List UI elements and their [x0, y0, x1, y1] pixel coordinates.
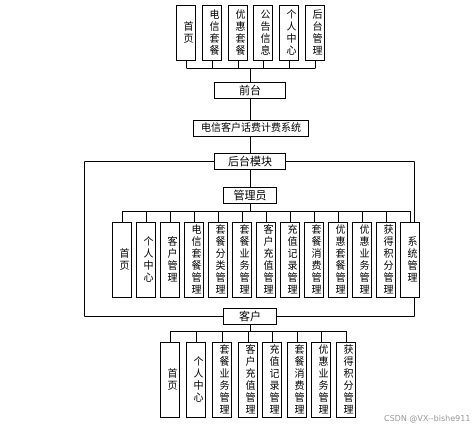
top-module-label: 优惠套餐	[233, 9, 244, 57]
admin-module-3: 电信套餐管理	[184, 222, 204, 298]
admin-module-10: 优惠业务管理	[352, 222, 372, 298]
admin-module-label: 系统管理	[405, 236, 416, 284]
admin-module-2: 客户管理	[160, 222, 180, 298]
customer-module-label: 套餐业务管理	[217, 344, 228, 416]
customer-module-7: 获得积分管理	[336, 342, 356, 418]
top-module-label: 电信套餐	[207, 9, 218, 57]
admin-module-11: 获得积分管理	[376, 222, 396, 298]
admin-module-6: 客户充值管理	[256, 222, 276, 298]
customer-module-6: 优惠业务管理	[311, 342, 331, 418]
customer-module-3: 客户充值管理	[238, 342, 258, 418]
admin-module-label: 套餐消费管理	[309, 224, 320, 296]
customer-module-label: 个人中心	[191, 356, 202, 404]
system-box: 电信客户话费计费系统	[193, 120, 309, 137]
admin-module-label: 优惠套餐管理	[333, 224, 344, 296]
admin-module-label: 优惠业务管理	[357, 224, 368, 296]
top-module-label: 个人中心	[284, 9, 295, 57]
admin-module-0: 首页	[112, 222, 132, 298]
top-module-label: 后台管理	[310, 9, 321, 57]
backend-box: 后台模块	[214, 153, 286, 170]
top-module-label: 公告信息	[258, 9, 269, 57]
admin-module-label: 套餐业务管理	[237, 224, 248, 296]
frontend-box: 前台	[214, 82, 286, 99]
top-module-3: 公告信息	[253, 5, 273, 61]
admin-module-label: 客户管理	[165, 236, 176, 284]
watermark: CSDN @VX--bishe911	[384, 414, 471, 423]
customer-module-label: 优惠业务管理	[316, 344, 327, 416]
admin-module-9: 优惠套餐管理	[328, 222, 348, 298]
admin-module-label: 获得积分管理	[381, 224, 392, 296]
customer-module-4: 充值记录管理	[262, 342, 282, 418]
customer-module-label: 充值记录管理	[267, 344, 278, 416]
top-module-label: 首页	[181, 21, 192, 45]
customer-module-label: 首页	[165, 368, 176, 392]
admin-module-label: 充值记录管理	[285, 224, 296, 296]
admin-module-label: 套餐分类管理	[213, 224, 224, 296]
customer-module-1: 个人中心	[186, 342, 206, 418]
admin-module-8: 套餐消费管理	[304, 222, 324, 298]
customer-box: 客户	[223, 308, 277, 325]
top-module-4: 个人中心	[279, 5, 299, 61]
top-module-1: 电信套餐	[202, 5, 222, 61]
admin-module-12: 系统管理	[400, 222, 420, 298]
admin-box: 管理员	[223, 187, 277, 204]
admin-module-label: 电信套餐管理	[189, 224, 200, 296]
admin-module-5: 套餐业务管理	[232, 222, 252, 298]
admin-module-7: 充值记录管理	[280, 222, 300, 298]
admin-module-label: 个人中心	[141, 236, 152, 284]
top-module-2: 优惠套餐	[228, 5, 248, 61]
admin-module-4: 套餐分类管理	[208, 222, 228, 298]
top-module-5: 后台管理	[305, 5, 325, 61]
admin-module-label: 客户充值管理	[261, 224, 272, 296]
customer-module-label: 获得积分管理	[341, 344, 352, 416]
admin-module-label: 首页	[117, 248, 128, 272]
customer-module-label: 套餐消费管理	[292, 344, 303, 416]
top-module-0: 首页	[176, 5, 196, 61]
customer-module-2: 套餐业务管理	[212, 342, 232, 418]
customer-module-0: 首页	[160, 342, 180, 418]
customer-module-label: 客户充值管理	[243, 344, 254, 416]
customer-module-5: 套餐消费管理	[287, 342, 307, 418]
admin-module-1: 个人中心	[136, 222, 156, 298]
